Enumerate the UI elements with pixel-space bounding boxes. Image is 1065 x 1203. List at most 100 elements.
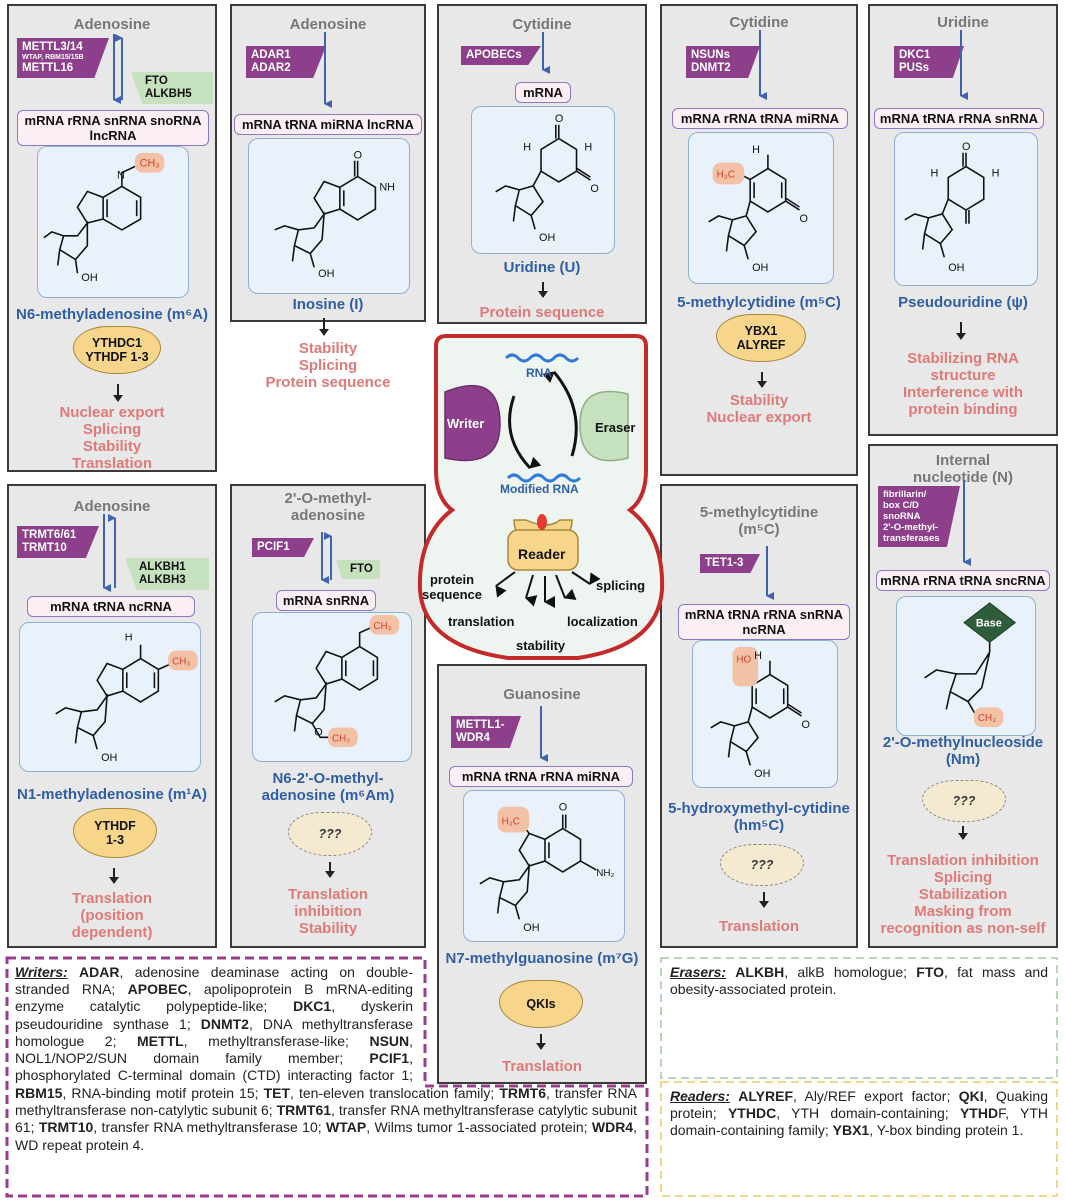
- nucleoside-title: Uridine: [937, 14, 989, 31]
- svg-text:OH: OH: [752, 262, 768, 274]
- writer-tag: METTL3/14 WTAP, RBM15/15B METTL16: [17, 38, 109, 78]
- modification-name: N7-methylguanosine (m⁷G): [445, 950, 639, 967]
- atom-n: N: [117, 170, 125, 182]
- svg-text:H₃C: H₃C: [717, 169, 735, 180]
- arrow-down: [956, 322, 966, 340]
- rna-types: mRNA tRNA rRNA miRNA: [449, 766, 633, 787]
- legend-abbr: TRMT61: [276, 1102, 332, 1119]
- functions: Stabilizing RNA structure Interference w…: [902, 350, 1024, 418]
- legend-definition: , transfer RNA methyltransferase 10;: [93, 1119, 326, 1136]
- erasers-legend: Erasers: ALKBH, alkB homologue; FTO, fat…: [670, 964, 1048, 998]
- writer-tag: ADAR1 ADAR2: [246, 46, 326, 78]
- legend-abbr: TRMT10: [38, 1119, 94, 1136]
- svg-text:CH₃: CH₃: [373, 621, 391, 632]
- svg-text:OH: OH: [101, 752, 117, 764]
- legend-abbr: ADAR: [79, 964, 120, 980]
- svg-text:CH₃: CH₃: [978, 713, 996, 724]
- rna-types: mRNA rRNA tRNA miRNA: [672, 108, 848, 129]
- readers-legend: Readers: ALYREF, Aly/REF export factor; …: [670, 1088, 1048, 1139]
- legend-definition: F, YTH domain-containing family;: [670, 1105, 1048, 1139]
- modification-name: Inosine (I): [292, 296, 364, 313]
- reader-label: Reader: [518, 546, 566, 562]
- svg-text:OH: OH: [948, 262, 964, 274]
- rna-types: mRNA rRNA snRNA snoRNA lncRNA: [17, 110, 209, 146]
- svg-text:HO: HO: [736, 655, 751, 666]
- molecule-m5c: H₃C H O OH: [708, 144, 808, 274]
- reader-blob: YBX1 ALYREF: [716, 314, 806, 362]
- eraser-tag: ALKBH1 ALKBH3: [125, 558, 209, 590]
- molecule-m7g: H₃C O NH₂ OH: [479, 802, 615, 934]
- svg-text:H: H: [754, 650, 762, 662]
- svg-text:CH₃: CH₃: [332, 733, 350, 744]
- panel-m5c: Cytidine NSUNs DNMT2 mRNA rRNA tRNA miRN…: [660, 4, 858, 476]
- svg-text:H₃C: H₃C: [502, 817, 520, 828]
- writer-arrow: [508, 395, 542, 470]
- legend-abbr: WTAP: [326, 1119, 367, 1136]
- eraser-arrow: [542, 371, 578, 457]
- nucleoside-title: Guanosine: [503, 686, 581, 703]
- panel-m6a: Adenosine METTL3/14 WTAP, RBM15/15B METT…: [7, 4, 217, 472]
- rna-types: mRNA rRNA tRNA sncRNA: [876, 570, 1050, 591]
- legend-definition: , NOL1/NOP2/SUN domain family member;: [15, 1032, 413, 1067]
- writers-legend-top: Writers: ADAR, adenosine deaminase actin…: [15, 964, 413, 1084]
- writer-tag: TRMT6/61 TRMT10: [17, 526, 99, 558]
- svg-text:OH: OH: [523, 922, 539, 934]
- molecule-m1a: CH₃ H OH: [55, 632, 198, 764]
- svg-text:O: O: [314, 726, 322, 738]
- legend-abbr: METTL: [137, 1032, 184, 1049]
- svg-text:O: O: [590, 183, 598, 195]
- rna-types: mRNA tRNA rRNA snRNA: [874, 108, 1044, 129]
- functions: Translation: [718, 918, 800, 935]
- legend-definition: , fat mass and obesity-associated protei…: [670, 964, 1048, 998]
- outcome-localization: localization: [567, 614, 638, 629]
- legend-abbr: YBX1: [832, 1122, 870, 1139]
- rna-types: mRNA tRNA ncRNA: [27, 596, 195, 617]
- writers-legend-bottom: RBM15, RNA-binding motif protein 15; TET…: [15, 1085, 637, 1154]
- rna-types: mRNA tRNA miRNA lncRNA: [234, 114, 422, 135]
- writer-tag: PCIF1: [252, 538, 314, 557]
- svg-text:OH: OH: [539, 232, 555, 244]
- legend-abbr: TRMT6: [499, 1085, 546, 1101]
- structure-m1a: CH₃ H OH: [19, 622, 201, 772]
- molecule-m6a: CH₃ N OH: [43, 152, 165, 284]
- outcome-translation: translation: [448, 614, 515, 629]
- svg-text:H: H: [992, 167, 1000, 179]
- eraser-label: Eraser: [595, 420, 636, 435]
- modified-rna-wave: [506, 473, 582, 483]
- legend-abbr: DNMT2: [200, 1015, 249, 1032]
- reader-blob: YTHDC1 YTHDF 1-3: [73, 326, 161, 374]
- svg-text:O: O: [799, 213, 807, 225]
- svg-text:OH: OH: [754, 768, 770, 780]
- atom-h: H: [752, 144, 760, 156]
- legend-definition: , ten-eleven translocation family;: [290, 1085, 500, 1101]
- rna-types: mRNA: [515, 82, 571, 103]
- atom-nh: NH: [379, 181, 395, 193]
- arrow-down: [113, 384, 123, 402]
- legend-definition: , Quaking protein;: [670, 1088, 1048, 1122]
- svg-text:O: O: [555, 113, 563, 125]
- arrow-down: [958, 826, 968, 840]
- structure-nm: Base CH₃: [896, 596, 1036, 736]
- arrow-down: [538, 282, 548, 298]
- molecule-psi: O H H OH: [904, 141, 1000, 274]
- legend-definition: , Wilms tumor 1-associated protein;: [366, 1119, 592, 1136]
- nucleoside-title: Adenosine: [289, 16, 367, 33]
- functions: Translation: [501, 1058, 583, 1075]
- molecule-m6am: CH₃ CH₃ O: [274, 614, 400, 748]
- svg-text:O: O: [559, 802, 567, 814]
- functions: Translation inhibition Stability: [287, 886, 369, 937]
- panel-hm5c: 5-methylcytidine (m⁵C) TET1-3 mRNA tRNA …: [660, 484, 858, 948]
- arrow-down: [757, 372, 767, 388]
- svg-text:H: H: [931, 167, 939, 179]
- writer-tag: APOBECs: [461, 46, 541, 65]
- molecule-hm5c: HO H O OH: [710, 646, 810, 780]
- structure-m6a: CH₃ N OH: [37, 146, 189, 298]
- svg-text:H: H: [584, 141, 592, 153]
- legend-abbr: DKC1: [293, 998, 332, 1015]
- panel-psi: Uridine DKC1 PUSs mRNA tRNA rRNA snRNA O…: [868, 4, 1058, 436]
- eraser-tag: FTO: [336, 560, 380, 579]
- writer-tag: NSUNs DNMT2: [686, 46, 760, 78]
- panel-m1a: Adenosine TRMT6/61 TRMT10 ALKBH1 ALKBH3 …: [7, 484, 217, 948]
- molecule-uridine: O O H H OH: [495, 113, 599, 244]
- svg-text:H: H: [523, 141, 531, 153]
